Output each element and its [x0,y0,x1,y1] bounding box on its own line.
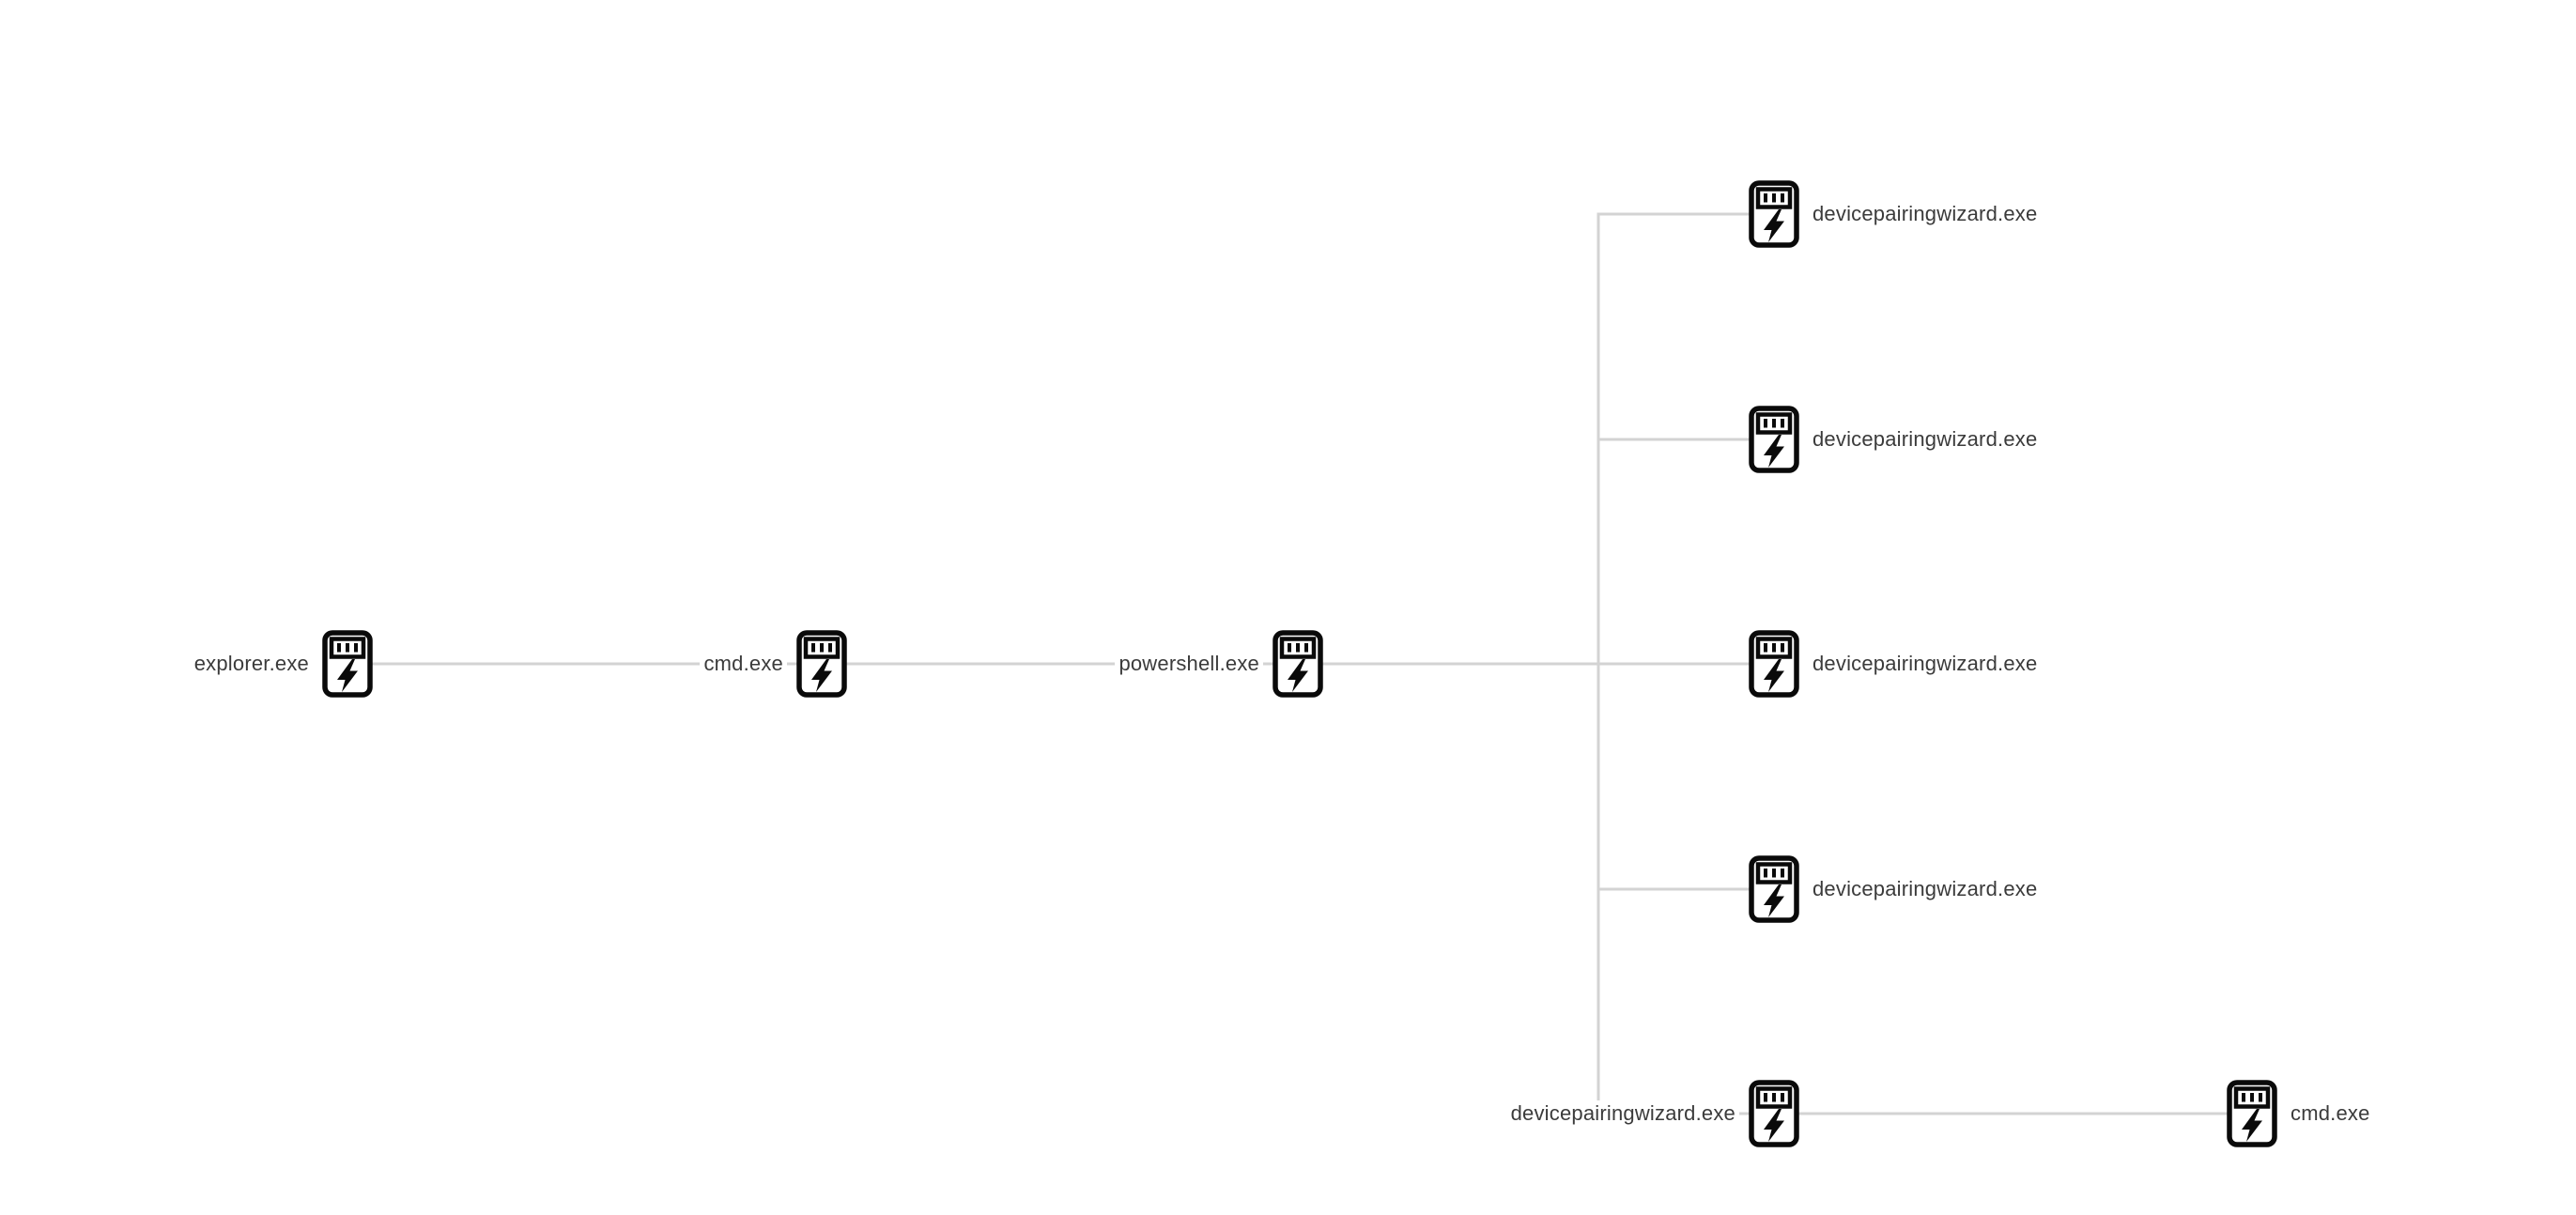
process-node-powershell[interactable] [1273,630,1323,698]
executable-process-icon [1749,630,1799,698]
executable-process-icon [1749,1080,1799,1147]
executable-process-icon [1749,180,1799,248]
executable-process-icon [1749,855,1799,923]
process-node-explorer[interactable] [322,630,373,698]
executable-process-icon [1749,406,1799,473]
process-edge-powershell-dpw4 [1298,662,1774,891]
executable-process-icon [796,630,847,698]
executable-process-icon [322,630,373,698]
process-edge-powershell-dpw2 [1298,438,1774,666]
executable-process-icon [1273,630,1323,698]
process-node-cmd2[interactable] [2227,1080,2277,1147]
process-node-dpw3[interactable] [1749,630,1799,698]
process-node-dpw1[interactable] [1749,180,1799,248]
process-node-cmd1[interactable] [796,630,847,698]
process-node-dpw4[interactable] [1749,855,1799,923]
process-node-dpw5[interactable] [1749,1080,1799,1147]
executable-process-icon [2227,1080,2277,1147]
process-node-dpw2[interactable] [1749,406,1799,473]
